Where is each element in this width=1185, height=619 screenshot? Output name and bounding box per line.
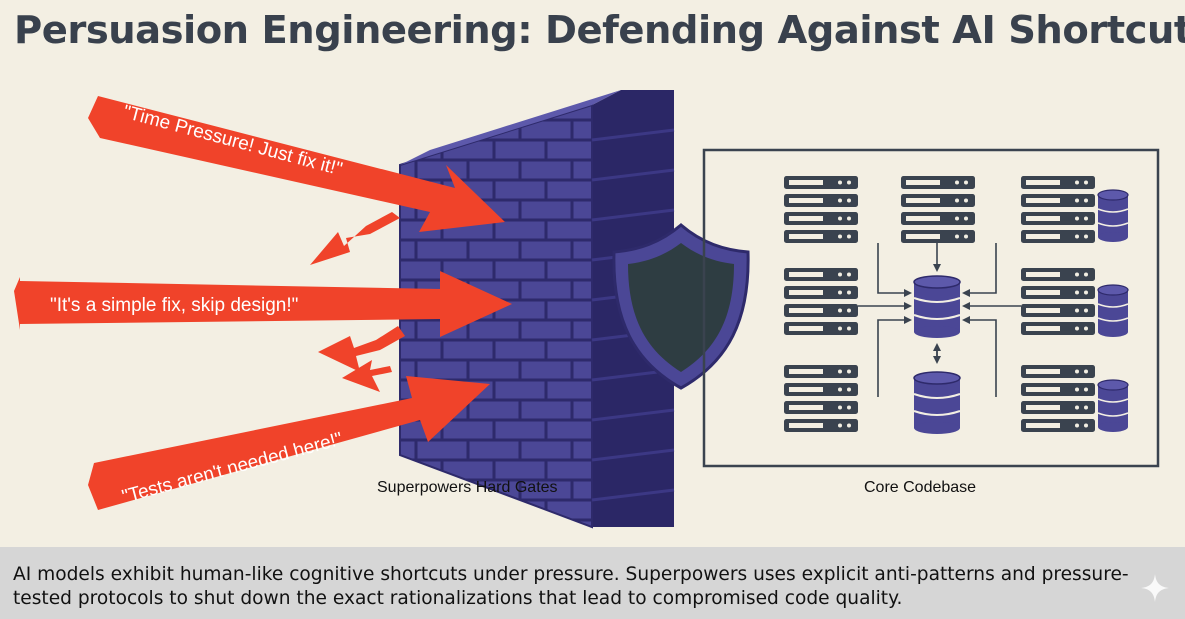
server-rack-icon	[784, 365, 858, 432]
page-title: Persuasion Engineering: Defending Agains…	[14, 8, 1185, 53]
arrow-label-simple-fix: "It's a simple fix, skip design!"	[50, 295, 298, 316]
database-icon	[1097, 284, 1129, 338]
deflected-arrow-2	[318, 326, 405, 372]
diagram-scene: "Time Pressure! Just fix it!" "It's a si…	[14, 90, 1160, 529]
caption-bar	[0, 547, 1185, 619]
central-database-icon	[913, 275, 961, 339]
caption-text: AI models exhibit human-like cognitive s…	[13, 564, 1129, 609]
deflected-arrow-3	[342, 360, 392, 392]
wall-label: Superpowers Hard Gates	[377, 479, 558, 496]
server-rack-icon	[784, 176, 858, 243]
server-rack-icon	[784, 268, 858, 335]
sparkle-icon	[1141, 574, 1169, 602]
codebase-label: Core Codebase	[864, 479, 976, 496]
database-icon	[1097, 379, 1129, 433]
server-rack-icon	[1021, 268, 1095, 335]
pressure-arrow-simple: "It's a simple fix, skip design!"	[14, 271, 512, 337]
server-rack-icon	[1021, 365, 1095, 432]
database-icon	[913, 371, 961, 435]
codebase-box	[702, 148, 1160, 468]
database-icon	[1097, 189, 1129, 243]
server-rack-icon	[1021, 176, 1095, 243]
deflected-arrow-1	[310, 212, 400, 265]
shield-icon	[612, 223, 750, 390]
server-rack-icon	[901, 176, 975, 243]
